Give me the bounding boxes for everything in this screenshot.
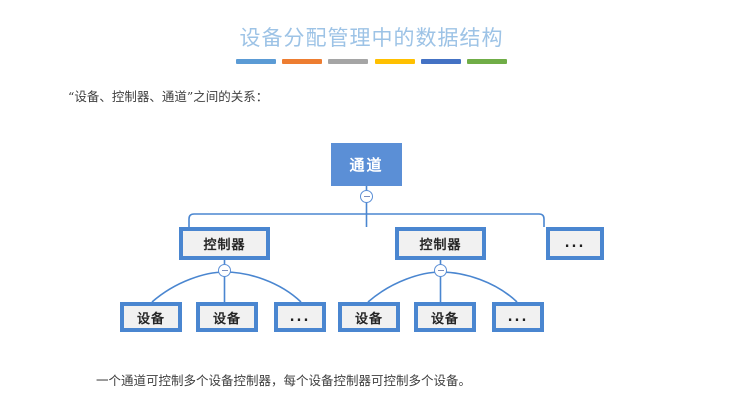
- connector-c2-curve-right: [440, 271, 518, 303]
- title-rule-segment-darkblue: [421, 58, 462, 64]
- tree-node-device-ellipsis-left[interactable]: ...: [274, 302, 326, 332]
- connector-c2-curve-left: [367, 271, 441, 303]
- collapse-toggle-controller-1[interactable]: [218, 264, 231, 277]
- page-title: 设备分配管理中的数据结构: [239, 26, 504, 50]
- tree-node-device-1[interactable]: 设备: [120, 302, 182, 332]
- title-rule-segment-green: [467, 58, 508, 64]
- title-rule-segment-yellow: [374, 58, 415, 64]
- minus-icon: [363, 195, 370, 198]
- collapse-toggle-controller-2[interactable]: [434, 264, 447, 277]
- minus-icon: [437, 269, 444, 272]
- minus-icon: [221, 269, 228, 272]
- relationship-subtitle: “设备、控制器、通道”之间的关系：: [68, 89, 269, 104]
- tree-node-device-2[interactable]: 设备: [196, 302, 258, 332]
- tree-node-controller-1[interactable]: 控制器: [179, 227, 270, 260]
- tree-node-channel[interactable]: 通道: [331, 143, 402, 186]
- tree-node-controller-2[interactable]: 控制器: [395, 227, 486, 260]
- summary-caption: 一个通道可控制多个设备控制器，每个设备控制器可控制多个设备。: [96, 373, 472, 388]
- tree-node-controller-ellipsis[interactable]: ...: [546, 227, 604, 260]
- title-rule-segment-blue: [235, 58, 276, 64]
- collapse-toggle-channel[interactable]: [360, 190, 373, 203]
- tree-node-device-ellipsis-right[interactable]: ...: [492, 302, 544, 332]
- tree-node-device-3[interactable]: 设备: [338, 302, 400, 332]
- title-underline-rule: [235, 58, 508, 64]
- connector-c1-curve-left: [151, 271, 225, 303]
- title-block: 设备分配管理中的数据结构: [0, 24, 743, 64]
- tree-node-device-4[interactable]: 设备: [414, 302, 476, 332]
- title-rule-segment-gray: [328, 58, 369, 64]
- connector-c1-curve-right: [224, 271, 302, 303]
- title-rule-segment-orange: [281, 58, 322, 64]
